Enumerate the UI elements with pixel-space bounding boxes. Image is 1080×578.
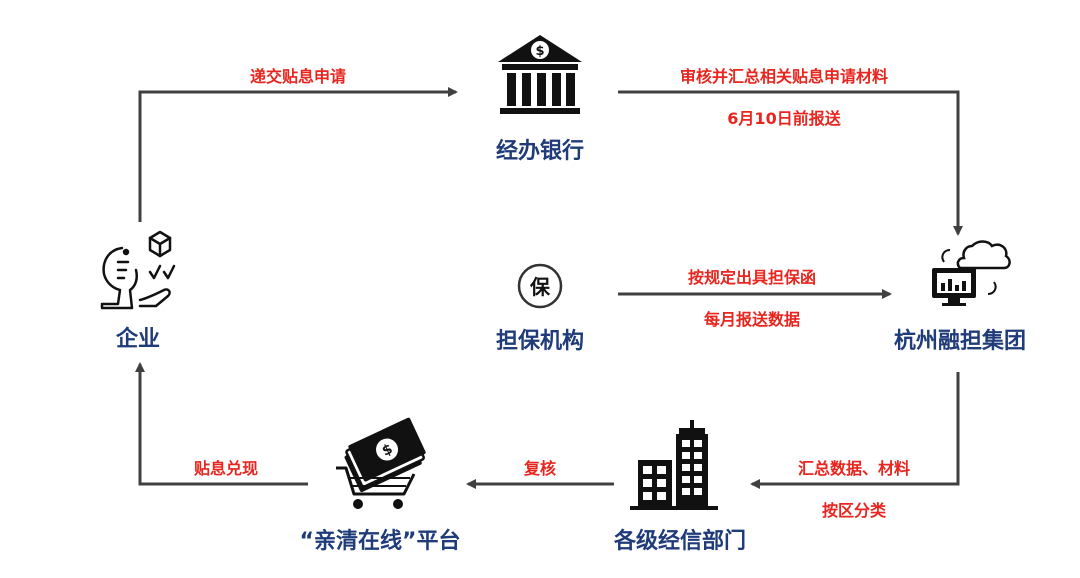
edge-label-cash: 贴息兑现 — [193, 459, 259, 478]
node-label-platform: “亲清在线”平台 — [299, 529, 461, 554]
edge-label-recheck: 复核 — [523, 459, 557, 478]
arrow-group-to-departments — [750, 372, 960, 489]
node-label-guarantor: 担保机构 — [495, 329, 585, 354]
edge-label-issue-line2: 每月报送数据 — [703, 310, 801, 329]
node-label-bank: 经办银行 — [495, 139, 585, 164]
node-label-hangzhou-group: 杭州融担集团 — [893, 329, 1027, 354]
edge-label-review-line2: 6月10日前报送 — [727, 109, 841, 128]
arrow-enterprise-to-bank — [138, 87, 458, 222]
edge-label-submit: 递交贴息申请 — [249, 67, 347, 86]
office-buildings-icon — [630, 420, 718, 510]
money-cart-icon: $ — [336, 417, 426, 509]
guarantee-badge-icon: 保 — [517, 263, 563, 309]
svg-text:$: $ — [535, 44, 544, 59]
edge-label-issue-line1: 按规定出具担保函 — [687, 268, 817, 287]
bank-icon: $ — [498, 35, 582, 114]
monitor-cloud-icon — [932, 240, 1011, 306]
node-label-departments: 各级经信部门 — [613, 529, 747, 554]
arrow-bank-to-group — [618, 90, 963, 236]
edge-label-summarize-line1: 汇总数据、材料 — [797, 459, 911, 478]
guarantor-badge-text: 保 — [529, 275, 551, 299]
edge-label-review-line1: 审核并汇总相关贴息申请材料 — [679, 67, 889, 86]
person-robot-cube-icon — [100, 230, 176, 310]
edge-label-summarize-line2: 按区分类 — [821, 501, 887, 520]
arrow-platform-to-enterprise — [135, 362, 308, 486]
node-label-enterprise: 企业 — [115, 327, 161, 352]
